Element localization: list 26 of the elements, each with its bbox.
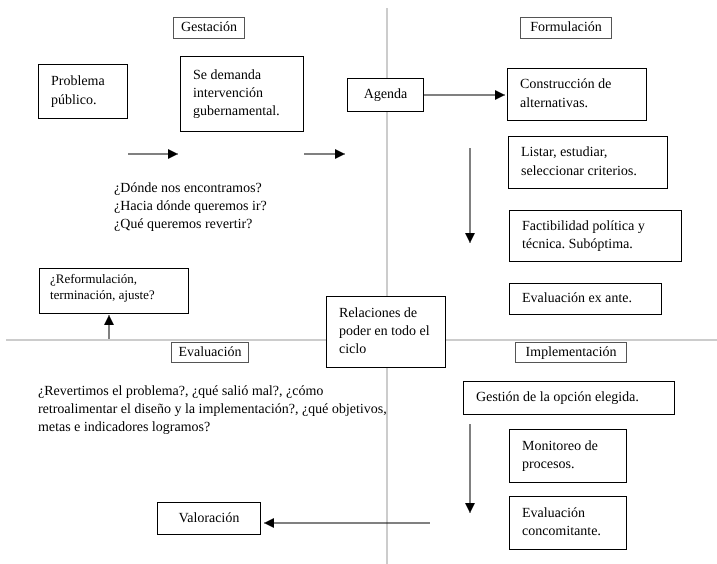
process-box: ¿Reformulación, terminación, ajuste? (39, 268, 189, 314)
phase-heading: Implementación (515, 342, 627, 363)
arrow (264, 518, 430, 528)
question-text: ¿Revertimos el problema?, ¿qué salió mal?, ¿cómo retroalimentar el diseño y la implementación?, ¿qué objetivos, metas e indicadores logramos? (38, 383, 388, 438)
phase-heading: Evaluación (171, 342, 249, 363)
process-box: Gestión de la opción elegida. (463, 381, 675, 415)
arrow (304, 149, 346, 159)
arrow (128, 149, 178, 159)
arrow (104, 314, 114, 340)
process-box: Factibilidad política y técnica. Subóptima. (509, 210, 682, 262)
process-box: Se demanda intervención gubernamental. (180, 56, 304, 132)
process-box: Relaciones de poder en todo el ciclo (326, 296, 446, 368)
process-box: Valoración (157, 502, 261, 535)
phase-heading: Gestación (173, 17, 245, 39)
process-box: Problema público. (38, 64, 128, 119)
process-box: Listar, estudiar, seleccionar criterios. (508, 136, 668, 189)
process-box: Construcción de alternativas. (507, 68, 647, 121)
process-box: Evaluación concomitante. (509, 496, 627, 550)
question-text: ¿Dónde nos encontramos? (114, 180, 263, 198)
process-box: Evaluación ex ante. (509, 283, 662, 315)
arrow (424, 90, 506, 100)
question-text: ¿Hacia dónde queremos ir? (114, 198, 268, 216)
process-box: Agenda (347, 78, 424, 112)
process-box: Monitoreo de procesos. (509, 429, 627, 483)
phase-heading: Formulación (520, 17, 612, 39)
question-text: ¿Qué queremos revertir? (114, 216, 254, 234)
